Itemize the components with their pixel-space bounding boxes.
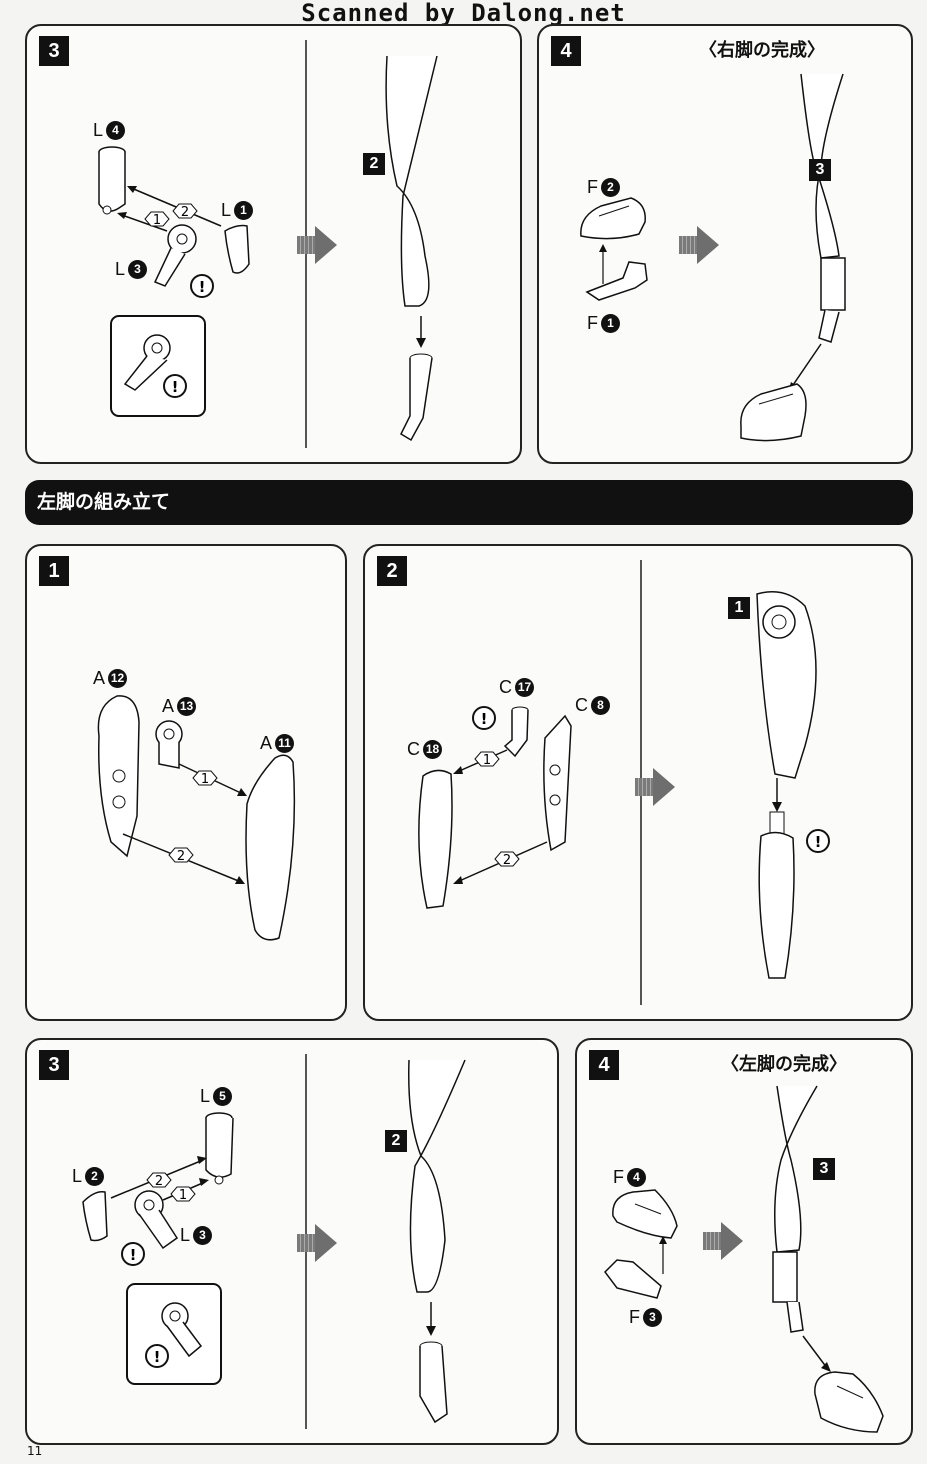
sub-step-badge: 3: [813, 1158, 835, 1180]
shoe-assembly-illustration: [580, 73, 846, 442]
svg-text:1: 1: [201, 772, 209, 787]
sub-step-badge: 2: [385, 1130, 407, 1152]
svg-text:2: 2: [503, 853, 511, 868]
shin-assembly-illustration: ! 1 2 !: [418, 591, 830, 979]
svg-text:1: 1: [153, 213, 161, 228]
sub-step-badge: 2: [363, 153, 385, 175]
svg-text:2: 2: [155, 1174, 163, 1189]
knee-joint-assembly-illustration: 1 2 ! !: [98, 55, 438, 442]
knee-joint-assembly-illustration: 2 1 ! !: [82, 1059, 466, 1424]
step-number: 3: [39, 36, 69, 66]
scan-credit: Scanned by Dalong.net: [301, 0, 626, 27]
svg-text:!: !: [154, 1348, 161, 1366]
result-arrow: [297, 226, 337, 264]
svg-text:1: 1: [483, 753, 491, 768]
svg-text:!: !: [199, 278, 206, 296]
left-leg-assembly-section-title: 左脚の組み立て: [25, 480, 913, 525]
page-number: 11: [27, 1444, 43, 1458]
svg-text:1: 1: [179, 1188, 187, 1203]
result-arrow: [703, 1222, 743, 1260]
svg-text:2: 2: [177, 849, 185, 864]
result-arrow: [635, 768, 675, 806]
thigh-assembly-illustration: 1 2: [97, 695, 296, 941]
step-number: 1: [39, 556, 69, 586]
svg-text:!: !: [130, 1246, 137, 1264]
shoe-assembly-illustration: [604, 1085, 884, 1433]
step-number: 2: [377, 556, 407, 586]
svg-text:!: !: [172, 378, 179, 396]
result-arrow: [297, 1224, 337, 1262]
right-leg-complete-title: 〈右脚の完成〉: [699, 40, 825, 61]
step-number: 4: [589, 1050, 619, 1080]
step-number: 4: [551, 36, 581, 66]
sub-step-badge: 1: [728, 597, 750, 619]
svg-text:2: 2: [181, 205, 189, 220]
svg-text:!: !: [815, 833, 822, 851]
sub-step-badge: 3: [809, 159, 831, 181]
left-leg-complete-title: 〈左脚の完成〉: [721, 1054, 847, 1075]
svg-text:!: !: [481, 710, 488, 728]
step-number: 3: [39, 1050, 69, 1080]
result-arrow: [679, 226, 719, 264]
